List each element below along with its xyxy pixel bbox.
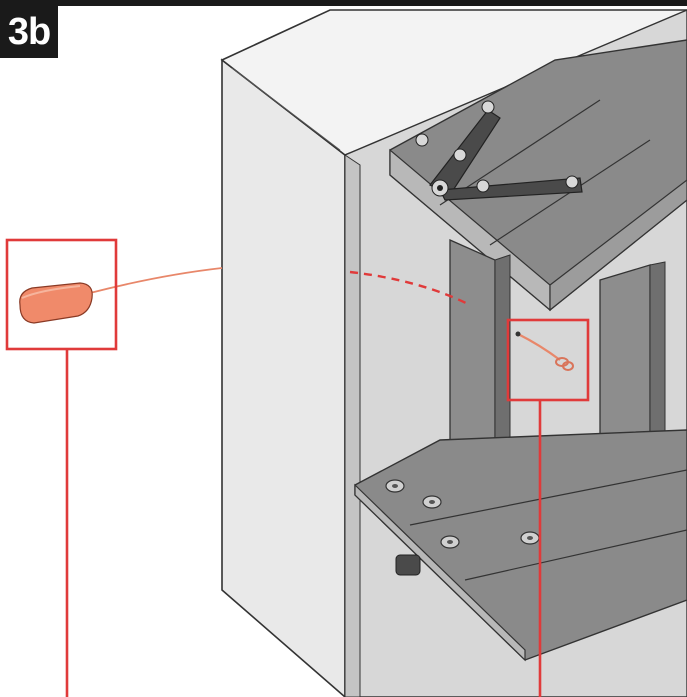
hinge-icon: [415, 100, 583, 201]
side-panel: [220, 9, 687, 697]
cable-routing-path: [349, 270, 471, 307]
cable-end-callout-box: [506, 318, 590, 402]
power-cable: [89, 267, 223, 294]
step-number-badge: 3b: [0, 6, 58, 58]
cable-tie-icon: [515, 331, 574, 371]
plug-callout-box: [5, 238, 118, 351]
lower-board: [354, 429, 687, 662]
top-border: [0, 0, 687, 6]
plug-icon: [19, 282, 93, 324]
